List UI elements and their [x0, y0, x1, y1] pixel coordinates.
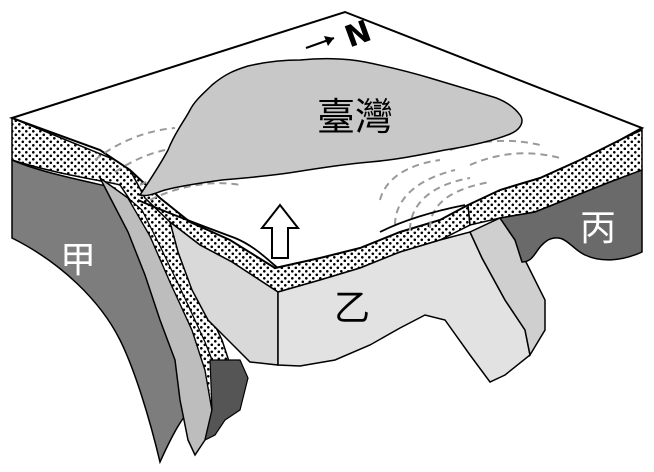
left-slab-inner [204, 359, 249, 442]
island-label: 臺灣 [317, 95, 393, 139]
up-arrow-icon [259, 203, 301, 259]
north-arrow-icon [305, 36, 335, 49]
plate-middle-label: 乙 [334, 288, 370, 329]
plate-right-label: 丙 [580, 208, 616, 249]
plate-left [11, 158, 201, 465]
plate-middle-right [277, 231, 531, 383]
contour-lines [94, 127, 561, 231]
plate-right [498, 168, 643, 263]
trench-line [137, 199, 466, 269]
plate-middle [168, 220, 279, 366]
plate-left-label: 甲 [60, 240, 96, 281]
taiwan-island [138, 57, 523, 197]
plate-left-group [11, 116, 249, 465]
